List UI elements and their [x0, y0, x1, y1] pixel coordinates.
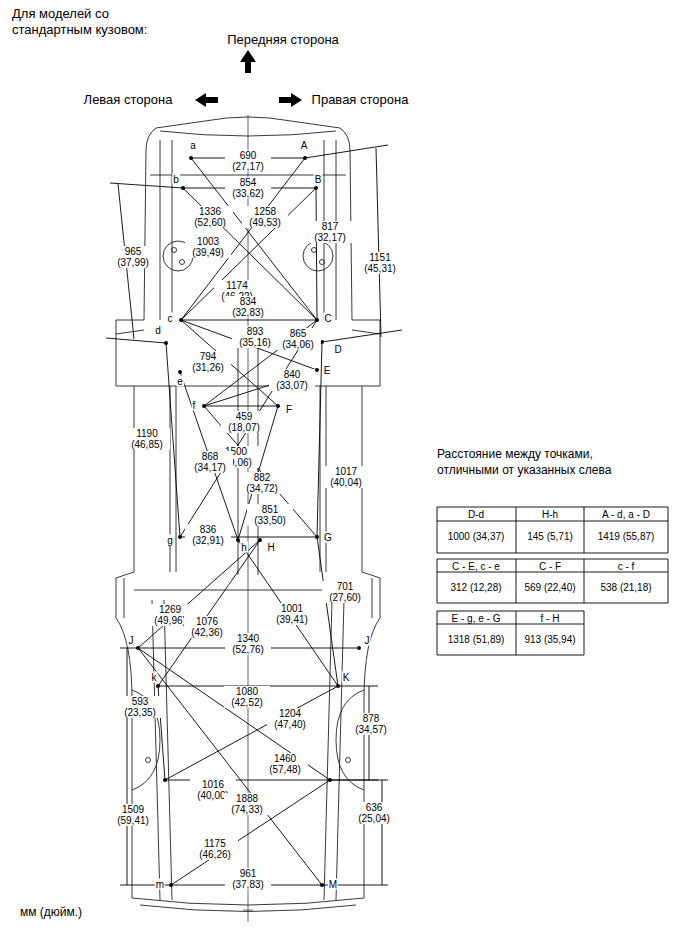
dimension-label: 459 (18,07): [221, 411, 267, 433]
note-text: Расстояние между точками, отличными от у…: [437, 446, 629, 478]
table-value-cell: 569 (22,40): [520, 582, 580, 594]
table-header-cell: H-h: [542, 509, 558, 520]
dimension-label: 1888 (74,33): [224, 793, 270, 815]
dimension-label: 593 (23,35): [117, 696, 163, 718]
point-label: k: [151, 672, 158, 683]
direction-arrows: [195, 50, 302, 107]
table-header-cell: f - H: [541, 613, 560, 624]
point-label: a: [189, 140, 197, 151]
extension-lines: [106, 145, 402, 885]
table-value-cell: 145 (5,71): [520, 531, 580, 543]
measuring-points: [136, 156, 361, 887]
mount-hole: [320, 260, 325, 265]
dimension-label: 893 (35,16): [232, 326, 278, 348]
mount-hole: [146, 758, 151, 763]
point-label: d: [154, 325, 162, 336]
dimension-label: 1003 (39,49): [185, 236, 231, 258]
table-header-cell: C - F: [539, 561, 561, 572]
point-label: G: [323, 532, 333, 543]
point-label: D: [333, 344, 342, 355]
table-value-cell: 913 (35,94): [520, 634, 580, 646]
table-value-cell: 1318 (51,89): [446, 634, 506, 646]
dimension-label: 1190 (46,85): [124, 428, 170, 450]
table-header-cell: A - d, a - D: [602, 509, 650, 520]
point-label: M: [328, 879, 338, 890]
direction-label: Правая сторона: [312, 93, 409, 107]
body-outline-group: [116, 115, 380, 922]
dimension-label: 1509 (59,41): [110, 804, 156, 826]
point-label: e: [176, 376, 184, 387]
dimension-label: 836 (32,91): [185, 524, 231, 546]
dimension-label: 1336 (52,60): [187, 206, 233, 228]
wheel-house: [303, 241, 333, 271]
table-value-cell: 312 (12,28): [446, 582, 506, 594]
table-header-cell: E - g, e - G: [452, 613, 501, 624]
dimension-label: 1076 (42,36): [184, 616, 230, 638]
dimension-label: 1204 (47,40): [267, 708, 313, 730]
dimension-label: 878 (34,57): [348, 713, 394, 735]
dimension-label: 840 (33,07): [269, 369, 315, 391]
dimension-label: 1258 (49,53): [242, 206, 288, 228]
dimension-label: 817 (32,17): [307, 221, 353, 243]
dimension-label: 1340 (52,76): [225, 633, 271, 655]
point-label: E: [323, 365, 332, 376]
point-label: B: [314, 174, 323, 185]
dimension-label: 1175 (46,26): [192, 838, 238, 860]
point-label: F: [285, 404, 293, 415]
point-label: c: [167, 313, 174, 324]
table-grid: [437, 507, 668, 655]
dimension-label: 834 (32,83): [225, 296, 271, 318]
dimension-label: 961 (37,83): [225, 868, 271, 890]
mount-hole: [172, 248, 177, 253]
dimension-label: 865 (34,06): [275, 328, 321, 350]
point-label: f: [192, 400, 197, 411]
right-arrow: [279, 93, 302, 107]
point-label: g: [166, 535, 174, 546]
dimension-label: 851 (33,50): [247, 504, 293, 526]
point-label: C: [323, 313, 332, 324]
table-header-cell: C - E, c - e: [452, 561, 500, 572]
dimension-label: 1460 (57,48): [262, 753, 308, 775]
unit-label: мм (дюйм.): [20, 906, 82, 919]
dimension-lines: [138, 158, 359, 885]
dimension-label: 882 (34,72): [239, 472, 285, 494]
point-label: h: [240, 542, 248, 553]
point-label: K: [342, 672, 351, 683]
point-label: J: [364, 635, 371, 646]
dimension-label: 636 (25,04): [351, 802, 397, 824]
point-label: b: [172, 174, 180, 185]
direction-label: Левая сторона: [84, 93, 173, 107]
mount-hole: [312, 248, 317, 253]
table-header-cell: c - f: [618, 561, 635, 572]
direction-label: Передняя сторона: [227, 33, 339, 47]
dimension-label: 868 (34,17): [187, 451, 233, 473]
dimension-label: 1151 (45,31): [357, 252, 403, 274]
dimension-label: 1080 (42,52): [224, 686, 270, 708]
point-label: A: [300, 140, 309, 151]
mount-hole: [346, 758, 351, 763]
dimension-label: 854 (33,62): [225, 177, 271, 199]
dimension-label: 701 (27,60): [322, 581, 368, 603]
dimension-label: 1017 (40,04): [323, 466, 369, 488]
point-label: m: [155, 879, 165, 890]
point-label: H: [266, 542, 275, 553]
dimension-label: 690 (27,17): [225, 150, 271, 172]
dimension-label: 1001 (39,41): [269, 603, 315, 625]
front-arrow: [240, 50, 256, 73]
table-value-cell: 1419 (55,87): [596, 531, 656, 543]
dimension-lines-group: [106, 145, 402, 887]
table-value-cell: 538 (21,18): [596, 582, 656, 594]
table-header-cell: D-d: [468, 509, 484, 520]
dimension-table-grid: [437, 507, 668, 655]
point-label: J: [128, 635, 135, 646]
left-arrow: [195, 93, 218, 107]
dimension-label: 794 (31,26): [185, 351, 231, 373]
table-value-cell: 1000 (34,37): [446, 531, 506, 543]
dimension-label: 965 (37,99): [110, 246, 156, 268]
diagram-title: Для моделей со стандартным кузовом:: [12, 6, 162, 38]
mount-hole: [180, 260, 185, 265]
